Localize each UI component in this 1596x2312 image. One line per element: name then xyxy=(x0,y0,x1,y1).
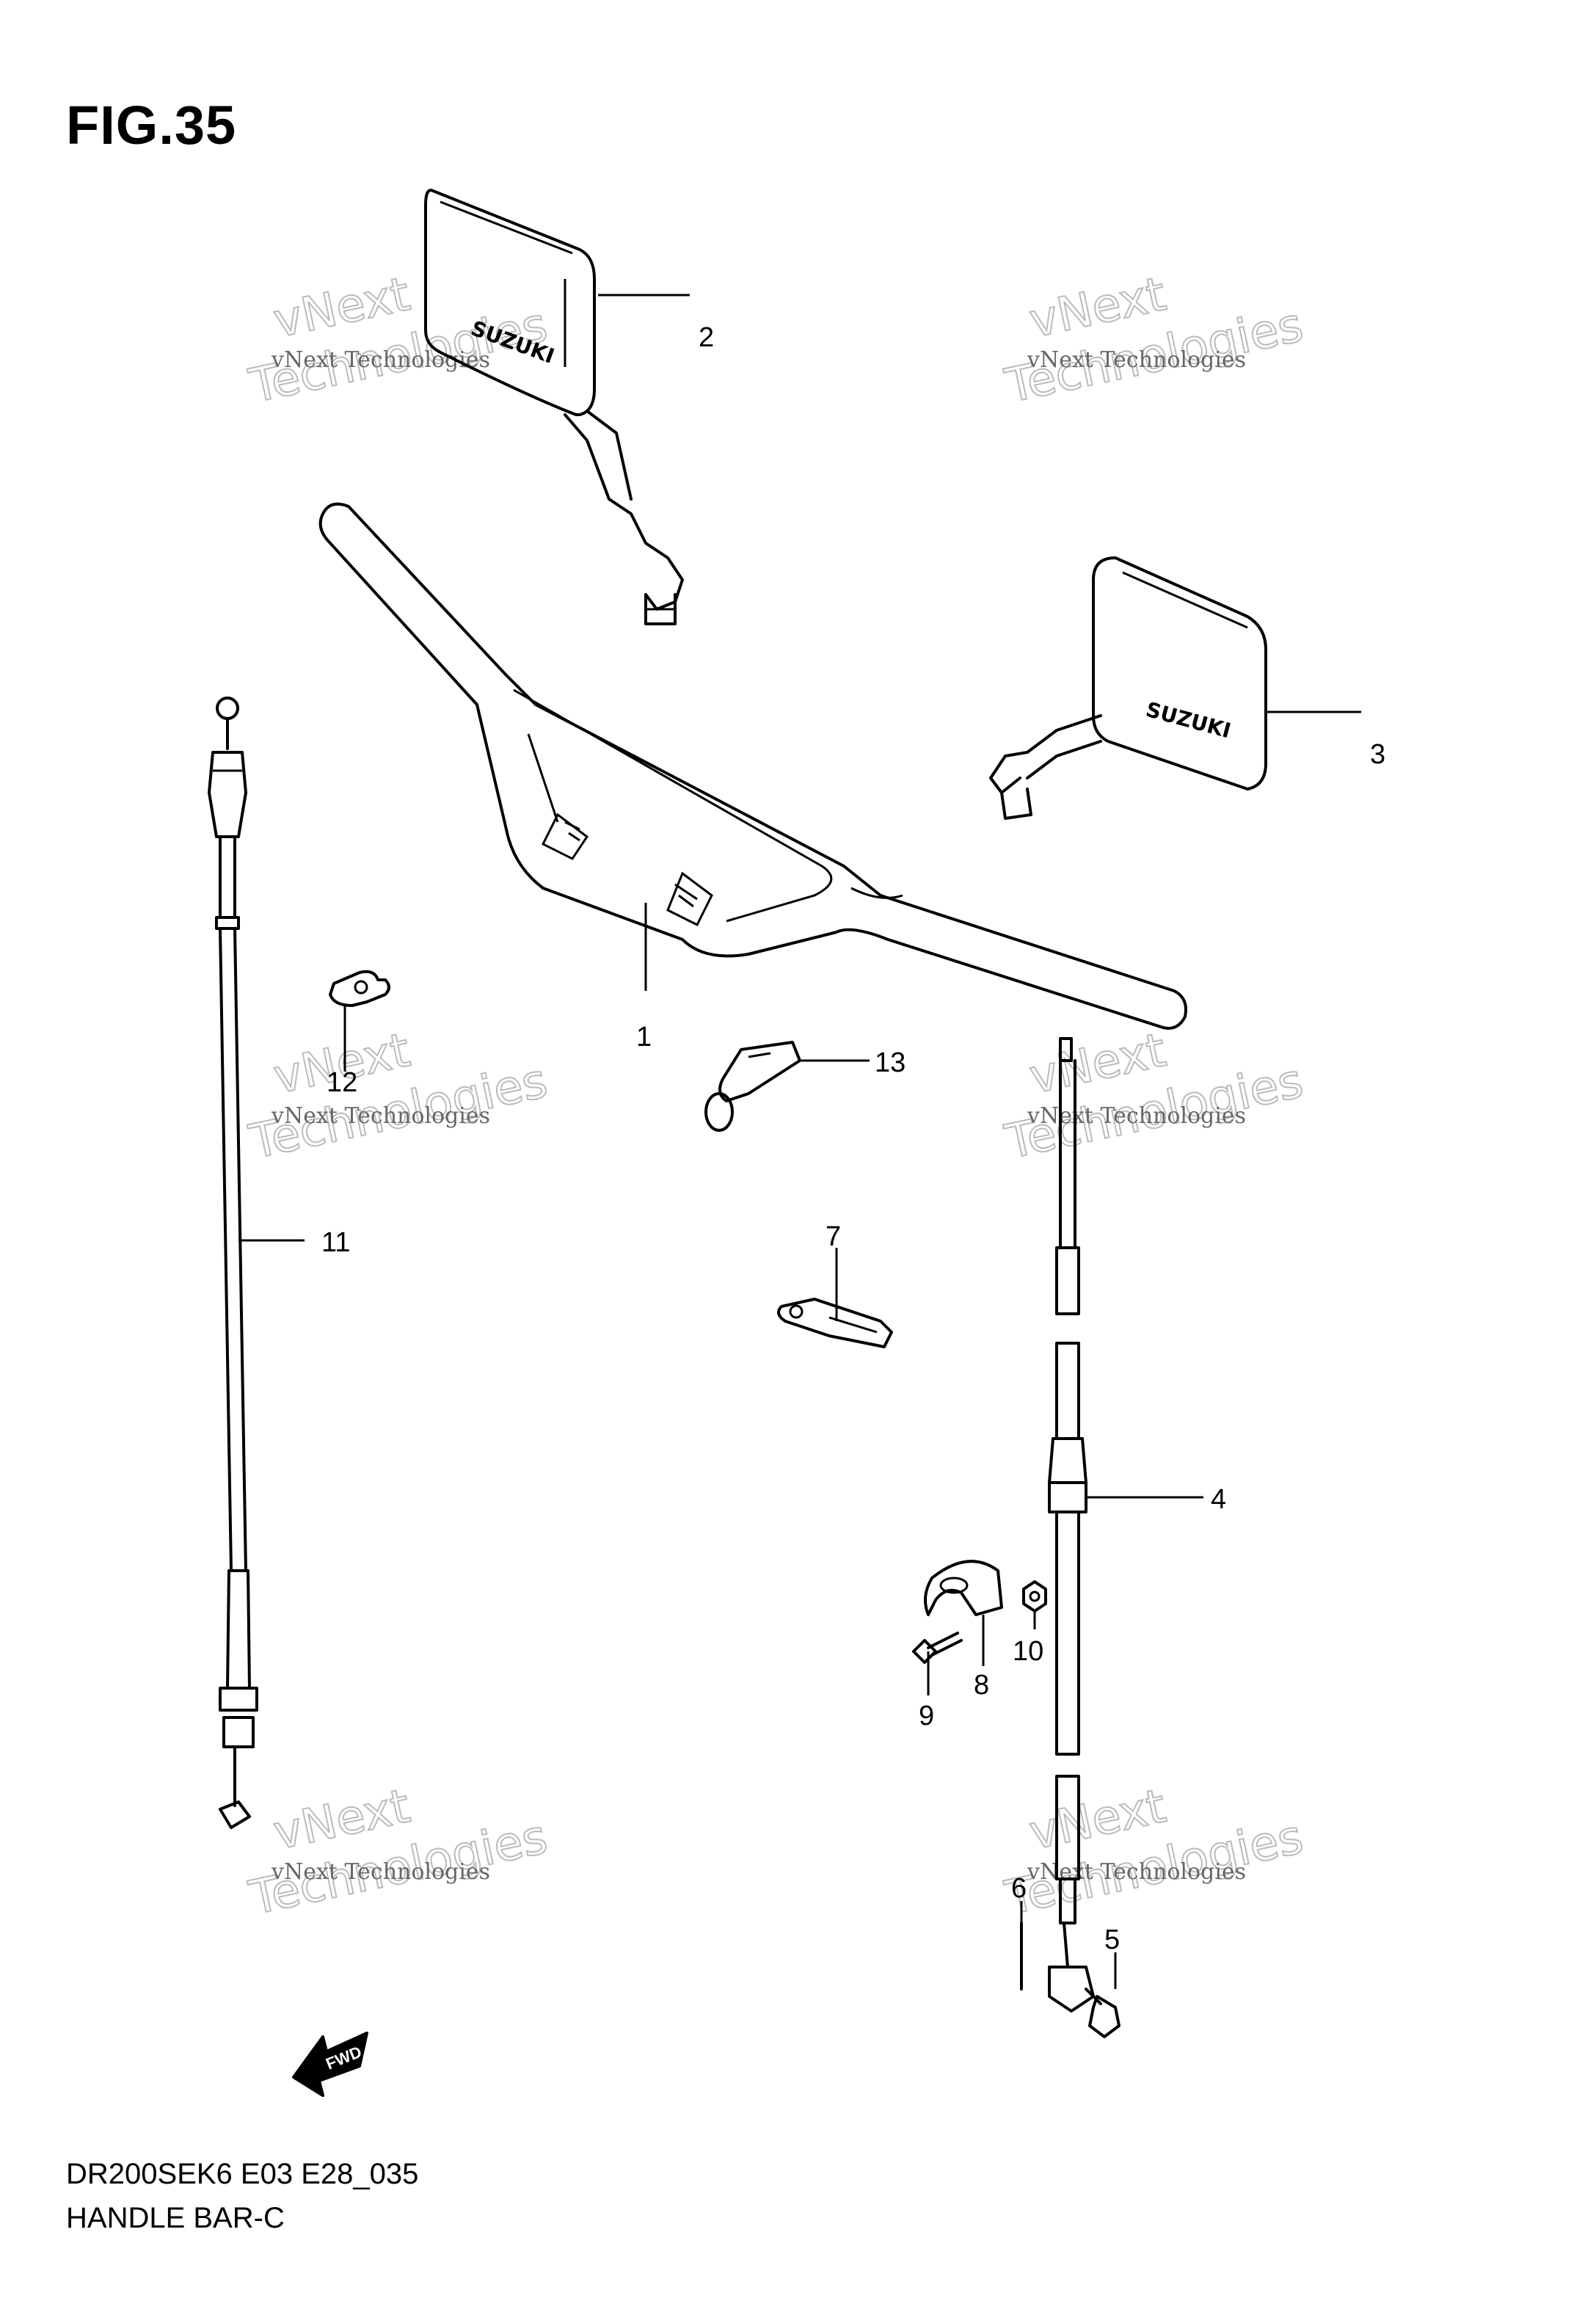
callout-5: 5 xyxy=(1104,1924,1120,1955)
svg-text:vNext Technologies: vNext Technologies xyxy=(271,1103,490,1129)
clamp-8 xyxy=(924,1560,1003,1616)
bracket-13 xyxy=(704,1041,801,1132)
screw-9 xyxy=(912,1632,963,1664)
callout-1: 1 xyxy=(636,1022,652,1053)
callouts: 2 3 1 13 7 4 5 6 8 9 10 11 12 xyxy=(321,322,1385,1955)
svg-text:vNext Technologies: vNext Technologies xyxy=(1027,347,1246,373)
callout-9: 9 xyxy=(919,1701,934,1731)
callout-3: 3 xyxy=(1370,739,1385,770)
callout-10: 10 xyxy=(1013,1636,1043,1667)
callout-6: 6 xyxy=(1011,1873,1027,1904)
callout-7: 7 xyxy=(826,1221,841,1252)
callout-2: 2 xyxy=(699,322,714,353)
throttle-cable xyxy=(208,697,258,1829)
watermarks: vNext Technologies vNext Technologies vN… xyxy=(244,266,1309,1927)
watermark: vNext Technologies vNext Technologies xyxy=(244,1778,553,1927)
figure-label: FIG.35 xyxy=(66,95,237,156)
fwd-arrow: FWD xyxy=(292,2032,368,2097)
diagram-code: DR200SEK6 E03 E28_035 xyxy=(66,2158,419,2190)
watermark: vNext Technologies vNext Technologies xyxy=(1000,266,1309,415)
watermark: vNext Technologies vNext Technologies xyxy=(1000,1022,1309,1171)
watermark: vNext Technologies vNext Technologies xyxy=(244,1022,553,1171)
svg-text:SUZUKI: SUZUKI xyxy=(1143,697,1234,743)
right-mirror: SUZUKI xyxy=(989,556,1267,820)
callout-4: 4 xyxy=(1211,1484,1226,1515)
svg-text:vNext Technologies: vNext Technologies xyxy=(1027,1103,1246,1129)
svg-text:vNext Technologies: vNext Technologies xyxy=(1027,1859,1246,1885)
bracket-7 xyxy=(777,1298,893,1348)
cable-clamp xyxy=(329,970,390,1042)
leader-lines xyxy=(238,294,1361,1989)
watermark: vNext Technologies vNext Technologies xyxy=(1000,1778,1309,1927)
callout-12: 12 xyxy=(327,1067,357,1098)
callout-8: 8 xyxy=(974,1670,989,1701)
callout-13: 13 xyxy=(875,1047,906,1078)
nut-10 xyxy=(1022,1580,1047,1613)
left-mirror: SUZUKI xyxy=(424,189,684,625)
callout-11: 11 xyxy=(321,1227,350,1258)
bolt-5 xyxy=(1085,1988,1121,2038)
diagram-name: HANDLE BAR-C xyxy=(66,2202,285,2234)
svg-text:vNext Technologies: vNext Technologies xyxy=(271,1859,490,1885)
clutch-cable xyxy=(1048,1037,1095,2013)
handle-bar xyxy=(318,502,1187,1030)
